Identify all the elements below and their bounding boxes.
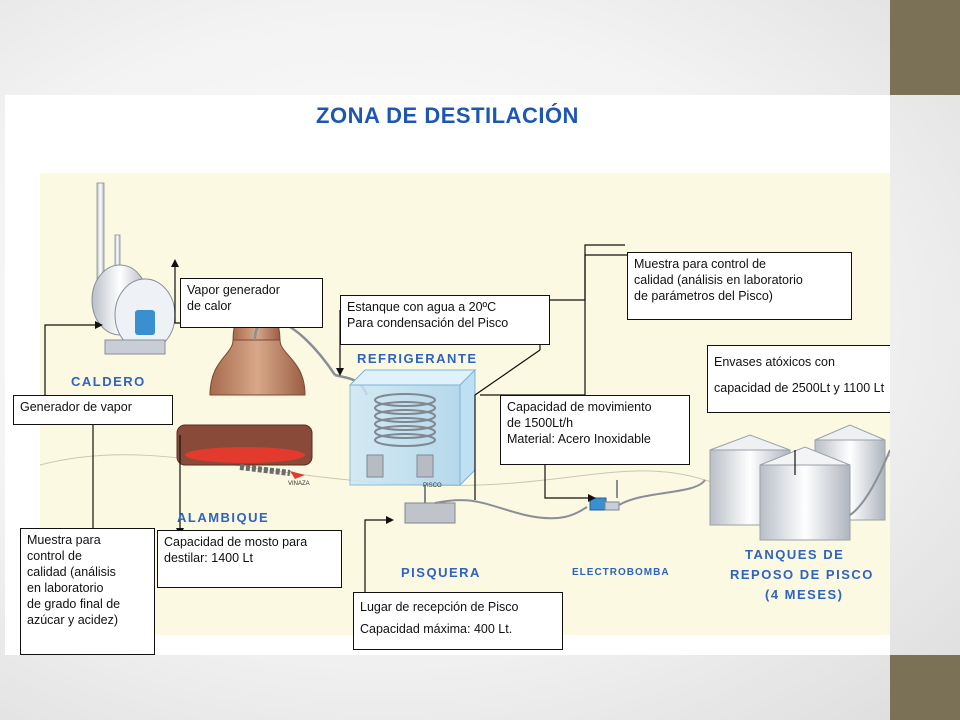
callout-envases: Envases atóxicos con capacidad de 2500Lt… <box>707 345 890 413</box>
callout-text: Material: Acero Inoxidable <box>507 432 651 446</box>
callout-muestra-pisco: Muestra para control de calidad (análisi… <box>627 252 852 320</box>
refrigerante-label: REFRIGERANTE <box>357 351 478 366</box>
tanques-label-line1: TANQUES DE <box>745 547 845 562</box>
callout-text: de grado final de <box>27 597 121 611</box>
callout-text: Para condensación del Pisco <box>347 316 509 330</box>
callout-text: de calor <box>187 299 232 313</box>
distillation-diagram-image: ZONA DE DESTILACIÓN <box>5 95 890 655</box>
diagram-artwork <box>39 182 890 595</box>
callout-text: Estanque con agua a 20ºC <box>347 300 497 314</box>
condenser-graphic <box>348 368 477 487</box>
pisco-label: PISCO <box>423 483 442 489</box>
diagram-title: ZONA DE DESTILACIÓN <box>316 103 579 128</box>
tanques-label-line2: REPOSO DE PISCO <box>730 567 874 582</box>
pisco-receiver-graphic <box>404 502 456 524</box>
callout-text: Lugar de recepción de Pisco <box>360 600 519 614</box>
callout-text: azúcar y acidez) <box>27 613 119 627</box>
pump-graphic <box>434 479 706 520</box>
callout-text: Capacidad de mosto para <box>164 535 308 549</box>
callout-vapor-generador: Vapor generador de calor <box>180 278 323 328</box>
callout-text: calidad (análisis en laboratorio <box>634 273 803 287</box>
callout-text: control de <box>27 549 82 563</box>
vinaza-label: VINAZA <box>288 481 310 487</box>
storage-tanks-graphic <box>709 424 886 541</box>
callout-text: Envases atóxicos con <box>714 355 835 369</box>
callout-text: Generador de vapor <box>20 400 132 414</box>
callout-text: Muestra para control de <box>634 257 767 271</box>
callout-electrobomba: Capacidad de movimiento de 1500Lt/h Mate… <box>500 395 690 465</box>
caldero-label: CALDERO <box>71 374 146 389</box>
callout-text: en laboratorio <box>27 581 104 595</box>
callout-text: Capacidad máxima: 400 Lt. <box>360 622 513 636</box>
callout-text: calidad (análisis <box>27 565 116 579</box>
pisquera-label: PISQUERA <box>401 565 481 580</box>
callout-text: de parámetros del Pisco) <box>634 289 773 303</box>
callout-estanque: Estanque con agua a 20ºC Para condensaci… <box>340 295 550 345</box>
slide-accent-bar-bottom <box>890 655 960 720</box>
tanques-label-line3: (4 MESES) <box>765 587 844 602</box>
callout-muestra-mosto: Muestra para control de calidad (análisi… <box>20 528 155 655</box>
alambique-label: ALAMBIQUE <box>177 510 270 525</box>
callout-text: Muestra para <box>27 533 101 547</box>
boiler-graphic <box>91 182 176 355</box>
callout-text: de 1500Lt/h <box>507 416 574 430</box>
slide-accent-bar-top <box>890 0 960 95</box>
callout-text: destilar: 1400 Lt <box>164 551 253 565</box>
callout-text: Vapor generador <box>187 283 280 297</box>
callout-text: capacidad de 2500Lt y 1100 Lt <box>714 381 885 395</box>
callout-generador-de-vapor: Generador de vapor <box>13 395 173 425</box>
electrobomba-label: ELECTROBOMBA <box>572 567 670 578</box>
callout-capacidad-mosto: Capacidad de mosto para destilar: 1400 L… <box>157 530 342 588</box>
callout-recepcion-pisco: Lugar de recepción de Pisco Capacidad má… <box>353 592 563 650</box>
callout-text: Capacidad de movimiento <box>507 400 652 414</box>
